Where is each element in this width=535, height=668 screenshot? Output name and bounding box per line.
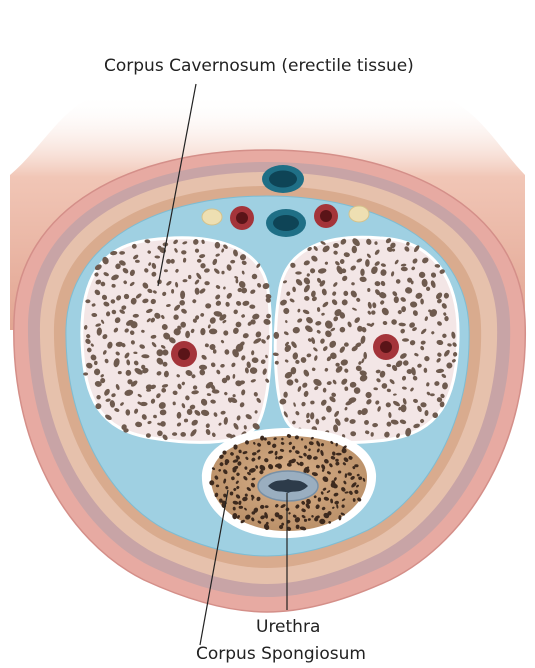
deep-artery-left bbox=[171, 341, 197, 367]
dorsal-artery-right bbox=[314, 204, 338, 228]
sinusoid-space bbox=[111, 299, 116, 303]
sinusoid-space bbox=[157, 349, 164, 356]
sinusoid-space bbox=[252, 497, 254, 500]
label-corpus-cavernosum: Corpus Cavernosum (erectile tissue) bbox=[104, 56, 414, 76]
deep-dorsal-vein bbox=[266, 209, 306, 237]
dorsal-nerve-right bbox=[349, 206, 369, 222]
sinusoid-space bbox=[140, 402, 148, 406]
superficial-dorsal-vein bbox=[262, 165, 304, 193]
sinusoid-space bbox=[205, 303, 211, 308]
sinusoid-space bbox=[209, 329, 217, 335]
corpus-cavernosum-left bbox=[82, 238, 271, 443]
sinusoid-space bbox=[233, 444, 237, 449]
dorsal-nerve-left bbox=[202, 209, 222, 225]
dorsal-artery-left bbox=[230, 206, 254, 230]
urethra bbox=[258, 471, 318, 501]
sinusoid-space bbox=[402, 338, 409, 342]
sinusoid-space bbox=[164, 269, 168, 272]
sinusoid-space bbox=[85, 299, 90, 303]
sinusoid-space bbox=[213, 349, 217, 353]
sinusoid-space bbox=[180, 291, 185, 300]
label-urethra: Urethra bbox=[256, 617, 320, 637]
sinusoid-space bbox=[193, 385, 197, 389]
sinusoid-space bbox=[352, 246, 357, 253]
label-corpus-spongiosum: Corpus Spongiosum bbox=[196, 644, 366, 664]
deep-artery-right bbox=[373, 334, 399, 360]
sinusoid-space bbox=[181, 250, 186, 254]
